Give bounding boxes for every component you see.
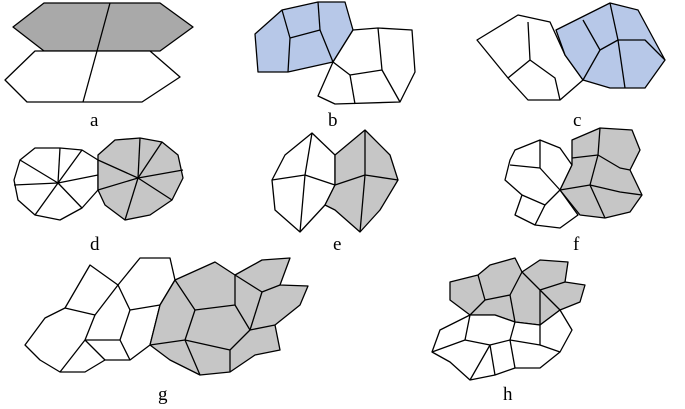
panel-label-d: d — [90, 234, 100, 255]
tile-edge — [304, 174, 336, 186]
panel-a: a — [4, 2, 194, 131]
tile-edge — [539, 344, 561, 353]
panel-label-f: f — [573, 234, 580, 255]
tile-edge — [509, 294, 516, 323]
tile-edge — [19, 159, 59, 184]
panel-e: e — [271, 129, 399, 255]
tile-edge — [334, 174, 366, 186]
panel-h: h — [431, 257, 586, 405]
tile-edge — [521, 167, 561, 206]
tile-edge — [57, 182, 83, 209]
panel-g: g — [24, 257, 309, 405]
tile-edge — [13, 182, 59, 186]
tile-edge — [359, 174, 366, 233]
panel-label-c: c — [573, 110, 581, 131]
tile-edge — [317, 1, 321, 31]
tile-edge — [57, 149, 83, 184]
flower-left — [13, 147, 99, 221]
tile-edge — [332, 27, 383, 76]
tile-edge — [349, 74, 356, 105]
tile-edge — [57, 174, 99, 184]
tile-edge — [539, 289, 561, 311]
panel-label-a: a — [90, 110, 99, 131]
tile-edge — [589, 184, 643, 196]
flower-right — [97, 137, 184, 221]
panel-f: f — [504, 127, 643, 255]
tile — [149, 257, 309, 376]
tile-edge — [534, 204, 546, 226]
tile-edge — [299, 174, 306, 233]
panel-b: b — [254, 1, 416, 131]
tile — [4, 50, 181, 103]
tile-edge — [124, 177, 139, 221]
tile-edge — [82, 50, 98, 103]
tile-edge — [97, 177, 139, 191]
panel-label-h: h — [503, 384, 513, 405]
tile-edge — [509, 339, 516, 369]
tile-edge — [96, 2, 111, 52]
panel-label-e: e — [333, 234, 341, 255]
tile-edge — [249, 291, 263, 331]
panel-label-b: b — [328, 110, 338, 131]
tile-edge — [84, 339, 106, 361]
tile — [555, 2, 666, 89]
tile-edge — [34, 182, 59, 216]
tile-edge — [529, 59, 561, 101]
tile-edge — [597, 154, 631, 171]
tile-edge — [97, 159, 139, 179]
panel-d: d — [13, 137, 184, 255]
tile-edge — [184, 339, 231, 351]
tile-edge — [137, 169, 184, 179]
tile-edge — [489, 344, 496, 376]
panel-c: c — [476, 2, 666, 131]
tile-edge — [381, 69, 401, 103]
tile-edge — [57, 147, 61, 184]
tile-edge — [137, 177, 173, 201]
tile-edge — [617, 39, 626, 89]
tile — [559, 127, 643, 219]
panel-label-g: g — [158, 384, 168, 405]
tile-edge — [589, 184, 606, 219]
tile-edge — [618, 39, 666, 61]
tile-edge — [137, 137, 141, 179]
tile-edge — [174, 275, 236, 311]
tile — [324, 129, 399, 233]
tile — [504, 139, 579, 229]
tile-edge — [184, 339, 201, 376]
tile-edge — [137, 141, 163, 179]
